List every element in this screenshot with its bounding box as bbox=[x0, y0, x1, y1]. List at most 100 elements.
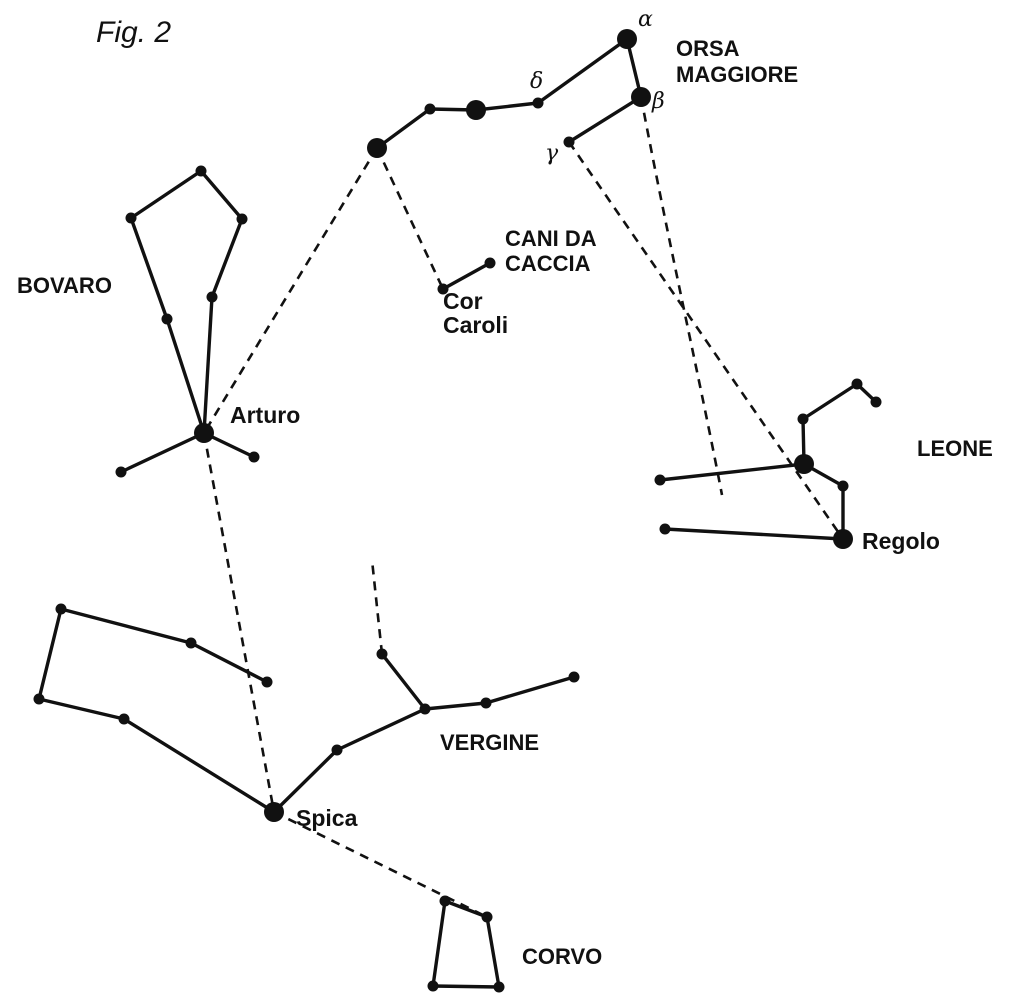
star-l2 bbox=[870, 396, 882, 408]
star-u6 bbox=[424, 103, 436, 115]
greek-gamma: γ bbox=[545, 141, 559, 166]
star-l3 bbox=[797, 413, 809, 425]
constellation-segment bbox=[189, 641, 269, 684]
pointer-segment bbox=[273, 810, 488, 919]
star-l5 bbox=[837, 480, 849, 492]
star-c4 bbox=[493, 981, 505, 993]
greek-beta: β bbox=[651, 89, 665, 114]
star-regolo bbox=[833, 529, 853, 549]
pointer-segment bbox=[202, 432, 276, 813]
star-v2 bbox=[419, 703, 431, 715]
label-corvo: CORVO bbox=[522, 944, 602, 969]
label-line: MAGGIORE bbox=[676, 62, 798, 87]
star-spica bbox=[264, 802, 284, 822]
constellation-segment bbox=[474, 101, 540, 112]
constellation-segment bbox=[485, 915, 501, 989]
constellation-lines bbox=[37, 37, 878, 989]
constellation-segment bbox=[658, 462, 806, 482]
pointer-segment bbox=[375, 147, 445, 290]
star-arturo bbox=[194, 423, 214, 443]
constellation-segment bbox=[801, 382, 859, 421]
constellation-segment bbox=[431, 984, 501, 989]
constellation-segment bbox=[272, 748, 339, 814]
star-v4 bbox=[568, 671, 580, 683]
label-vergine: VERGINE bbox=[440, 730, 539, 755]
pointer-segment bbox=[370, 559, 384, 655]
star-w1 bbox=[55, 603, 67, 615]
figure-label: Fig. 2 bbox=[96, 16, 171, 49]
constellation-segment bbox=[335, 707, 427, 752]
label-spica: Spica bbox=[296, 805, 358, 831]
constellation-segment bbox=[59, 607, 193, 645]
star-u5 bbox=[466, 100, 486, 120]
star-b5 bbox=[236, 213, 248, 225]
star-delta bbox=[532, 97, 544, 109]
constellation-segment bbox=[37, 607, 63, 701]
constellation-segment bbox=[423, 701, 488, 711]
label-line: Cor bbox=[443, 288, 483, 314]
star-beta bbox=[631, 87, 651, 107]
label-bovaro: BOVARO bbox=[17, 273, 112, 298]
star-w3 bbox=[261, 676, 273, 688]
constellation-segment bbox=[129, 216, 169, 321]
constellation-segment bbox=[431, 899, 447, 988]
star-w5 bbox=[118, 713, 130, 725]
constellation-segment bbox=[129, 169, 203, 220]
star-c3 bbox=[427, 980, 439, 992]
star-b3 bbox=[161, 313, 173, 325]
star-c2 bbox=[481, 911, 493, 923]
constellation-segment bbox=[37, 697, 126, 721]
constellation-segment bbox=[119, 431, 206, 474]
pointer-lines bbox=[202, 96, 845, 919]
pointer-segment bbox=[639, 96, 724, 496]
constellation-segment bbox=[441, 261, 492, 291]
greek-alpha: α bbox=[638, 7, 653, 32]
star-u7 bbox=[367, 138, 387, 158]
constellation-segment bbox=[375, 107, 432, 150]
stars bbox=[33, 29, 882, 993]
constellation-segment bbox=[165, 317, 206, 435]
label-leone: LEONE bbox=[917, 436, 993, 461]
star-l1 bbox=[851, 378, 863, 390]
star-w2 bbox=[185, 637, 197, 649]
constellation-segment bbox=[484, 675, 576, 705]
star-cor-caroli bbox=[437, 283, 449, 295]
constellation-segment bbox=[202, 295, 214, 435]
constellation-segment bbox=[122, 717, 276, 814]
star-b4 bbox=[206, 291, 218, 303]
pointer-segment bbox=[567, 141, 845, 540]
star-gamma bbox=[563, 136, 575, 148]
pointer-segment bbox=[202, 147, 379, 434]
star-l4 bbox=[794, 454, 814, 474]
constellation-segment bbox=[210, 217, 244, 299]
label-arturo: Arturo bbox=[230, 402, 300, 428]
label-line: CACCIA bbox=[505, 251, 591, 276]
star-v5 bbox=[331, 744, 343, 756]
label-line: Caroli bbox=[443, 312, 508, 338]
constellation-segment bbox=[567, 95, 643, 144]
label-line: ORSA bbox=[676, 36, 740, 61]
label-regolo: Regolo bbox=[862, 528, 940, 554]
star-b6 bbox=[195, 165, 207, 177]
constellation-segment bbox=[380, 652, 427, 711]
star-b1 bbox=[115, 466, 127, 478]
star-v1 bbox=[376, 648, 388, 660]
constellation-segment bbox=[663, 527, 845, 541]
star-c1 bbox=[439, 895, 451, 907]
star-b2 bbox=[248, 451, 260, 463]
constellation-segment bbox=[536, 37, 629, 105]
star-alpha bbox=[617, 29, 637, 49]
star-cc1 bbox=[484, 257, 496, 269]
star-v3 bbox=[480, 697, 492, 709]
label-line: CANI DA bbox=[505, 226, 597, 251]
star-w4 bbox=[33, 693, 45, 705]
constellation-segment bbox=[199, 169, 244, 221]
star-l7 bbox=[659, 523, 671, 535]
star-l6 bbox=[654, 474, 666, 486]
greek-delta: δ bbox=[530, 69, 543, 94]
star-b7 bbox=[125, 212, 137, 224]
